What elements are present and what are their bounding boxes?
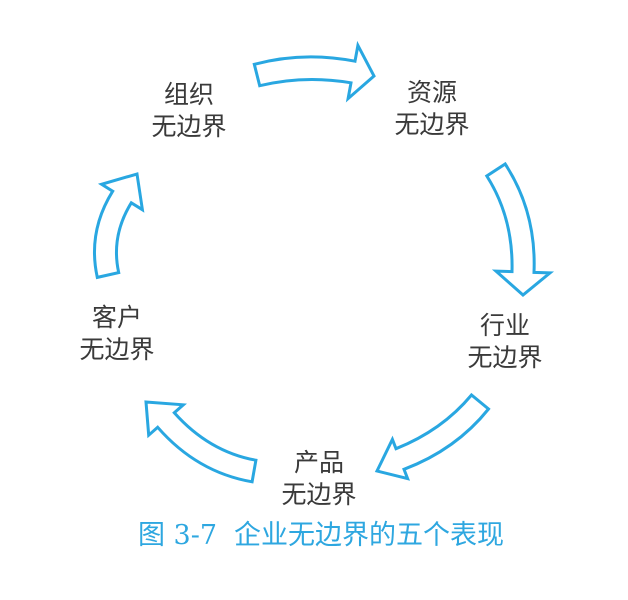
- node-label-line: 产品: [293, 448, 345, 477]
- node-label-organization: 组织 无边界: [151, 79, 226, 143]
- figure-caption-label: 图 3-7: [137, 520, 218, 551]
- node-label-line: 无边界: [79, 335, 155, 364]
- node-label-line: 无边界: [394, 110, 470, 139]
- figure-caption: 图 3-7 企业无边界的五个表现: [138, 520, 504, 552]
- node-label-resource: 资源 无边界: [394, 77, 469, 141]
- node-label-line: 无边界: [151, 112, 227, 141]
- curved-arrow-product-to-customer: [144, 400, 258, 484]
- node-label-line: 行业: [479, 311, 531, 340]
- node-label-industry: 行业 无边界: [467, 310, 542, 374]
- node-label-line: 资源: [406, 78, 458, 107]
- curved-arrow-industry-to-product: [374, 392, 491, 481]
- curved-arrow-organization-to-resource: [252, 40, 376, 103]
- figure-caption-title: 企业无边界的五个表现: [234, 520, 505, 551]
- node-label-product: 产品 无边界: [281, 447, 356, 511]
- curved-arrow-customer-to-organization: [92, 172, 145, 280]
- node-label-line: 无边界: [281, 480, 357, 509]
- node-label-line: 无边界: [467, 343, 543, 372]
- curved-arrow-resource-to-industry: [484, 161, 555, 297]
- node-label-customer: 客户 无边界: [79, 302, 154, 366]
- node-label-line: 组织: [163, 80, 215, 109]
- node-label-line: 客户: [91, 303, 143, 332]
